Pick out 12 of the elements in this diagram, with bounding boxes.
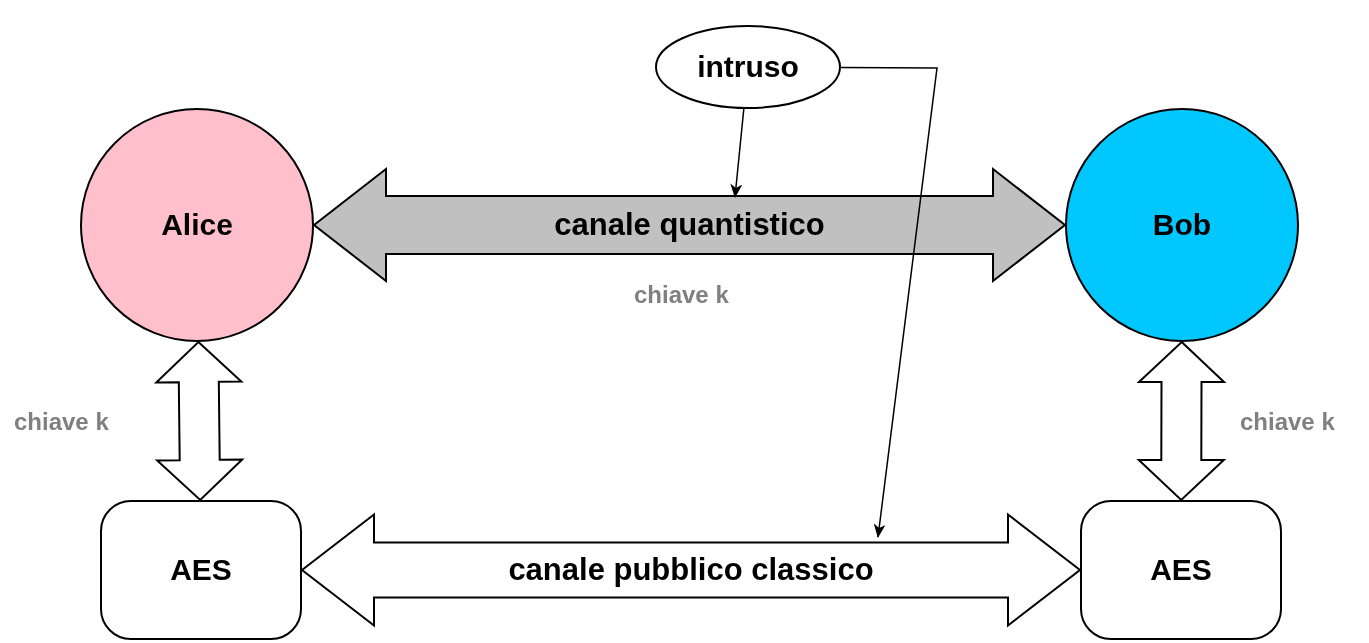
node-label: AES — [170, 553, 232, 587]
node-label: Alice — [161, 208, 233, 242]
key-label: chiave k — [634, 281, 729, 309]
block-arrow — [1136, 340, 1227, 502]
arrow — [730, 108, 745, 198]
node-label: AES — [1150, 553, 1212, 587]
node-label: intruso — [697, 50, 799, 84]
block-arrow — [153, 340, 245, 502]
key-label: chiave k — [14, 408, 109, 436]
arrow — [840, 66, 938, 538]
node-label: Bob — [1152, 208, 1212, 242]
key-label: chiave k — [1240, 408, 1335, 436]
